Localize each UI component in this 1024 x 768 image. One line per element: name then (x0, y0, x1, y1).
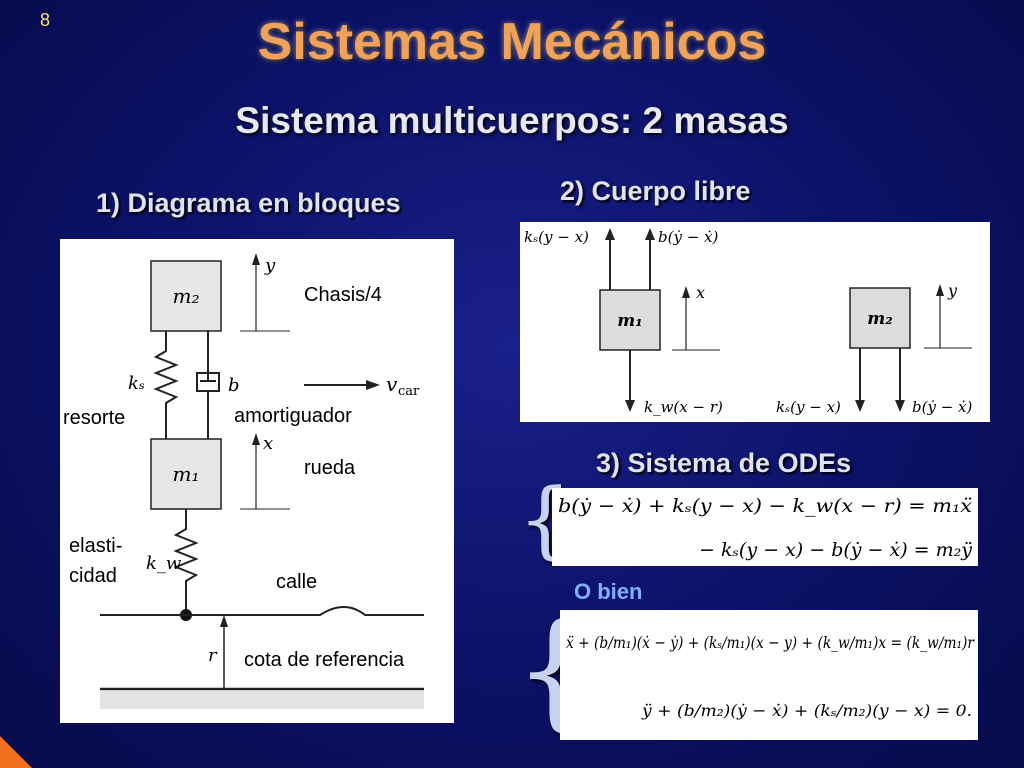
equations-1: b(ẏ − ẋ) + kₛ(y − x) − k_w(x − r) = m₁ẍ … (558, 495, 972, 561)
mass-m2-box (150, 260, 222, 332)
free-body-diagram: m₁ kₛ(y − x) b(ẏ − ẋ) k_w(x − r) x m₂ kₛ… (524, 228, 972, 416)
equation-1-line-1: b(ẏ − ẋ) + kₛ(y − x) − k_w(x − r) = m₁ẍ (558, 495, 972, 517)
equations-2: ẍ + (b/m₁)(ẋ − ẏ) + (kₛ/m₁)(x − y) + (k_… (566, 633, 975, 720)
label-elasticidad-2: cidad (69, 565, 117, 587)
symbol-y: y (264, 255, 276, 276)
symbol-vcar-sub: car (398, 384, 420, 399)
fb-m2-axis: y (947, 281, 958, 300)
label-resorte: resorte (63, 407, 126, 429)
symbol-b: b (228, 375, 240, 396)
equation-1-line-2: − kₛ(y − x) − b(ẏ − ẋ) = m₂ÿ (699, 539, 972, 561)
corner-decoration (0, 736, 32, 768)
equation-2-line-2: ÿ + (b/m₂)(ẏ − ẋ) + (kₛ/m₂)(y − x) = 0. (641, 701, 972, 720)
slide-subtitle: Sistema multicuerpos: 2 masas (235, 100, 789, 141)
symbol-ks: kₛ (128, 373, 145, 394)
fb-m1-force-damper: b(ẏ − ẋ) (658, 228, 718, 246)
label-elasticidad-1: elasti- (69, 535, 123, 557)
ground-hatch (100, 691, 424, 709)
fb-m2-force-damper: b(ẏ − ẋ) (912, 398, 972, 416)
slide-title: Sistemas Mecánicos (257, 13, 767, 71)
free-body-panel: m₁ kₛ(y − x) b(ẏ − ẋ) k_w(x − r) x m₂ kₛ… (520, 222, 990, 422)
fb-m1-axis: x (696, 283, 705, 302)
fb-mass-m2-box (849, 287, 911, 349)
fb-mass-m2-label: m₂ (867, 309, 892, 329)
heading-odes: 3) Sistema de ODEs (596, 448, 852, 478)
mass-m1-box (150, 438, 222, 510)
road-profile (100, 606, 424, 616)
alt-label: O bien (574, 579, 643, 604)
page-number: 8 (40, 10, 51, 30)
heading-diagram: 1) Diagrama en bloques (96, 188, 401, 218)
mass-m1-label: m₁ (173, 462, 200, 486)
fb-m1-force-tire: k_w(x − r) (644, 398, 723, 416)
symbol-vcar: v (386, 372, 398, 396)
block-diagram: m₂ y kₛ b v car m₁ x k_w (100, 253, 424, 709)
label-rueda: rueda (304, 457, 356, 479)
equations-panel-2: ẍ + (b/m₁)(ẋ − ẏ) + (kₛ/m₁)(x − y) + (k_… (560, 610, 978, 740)
symbol-r: r (208, 645, 218, 666)
fb-m2-force-spring: kₛ(y − x) (776, 398, 841, 416)
spring-kw (173, 509, 199, 615)
equations-panel-1: b(ẏ − ẋ) + kₛ(y − x) − k_w(x − r) = m₁ẍ … (552, 488, 978, 566)
fb-mass-m1-box (599, 289, 661, 351)
block-diagram-panel: m₂ y kₛ b v car m₁ x k_w (60, 239, 454, 723)
symbol-kw: k_w (146, 553, 182, 574)
label-cota-referencia: cota de referencia (242, 649, 407, 672)
fb-m1-force-spring: kₛ(y − x) (524, 228, 589, 246)
spring-ks (153, 331, 179, 439)
symbol-x: x (263, 433, 273, 454)
mass-m2-label: m₂ (173, 284, 200, 308)
equation-2-line-1: ẍ + (b/m₁)(ẋ − ẏ) + (kₛ/m₁)(x − y) + (k_… (566, 633, 975, 652)
label-amortiguador: amortiguador (234, 405, 352, 427)
fb-mass-m1-label: m₁ (617, 311, 642, 331)
heading-free-body: 2) Cuerpo libre (560, 176, 751, 206)
label-chasis: Chasis/4 (304, 284, 382, 306)
label-calle: calle (276, 571, 318, 593)
